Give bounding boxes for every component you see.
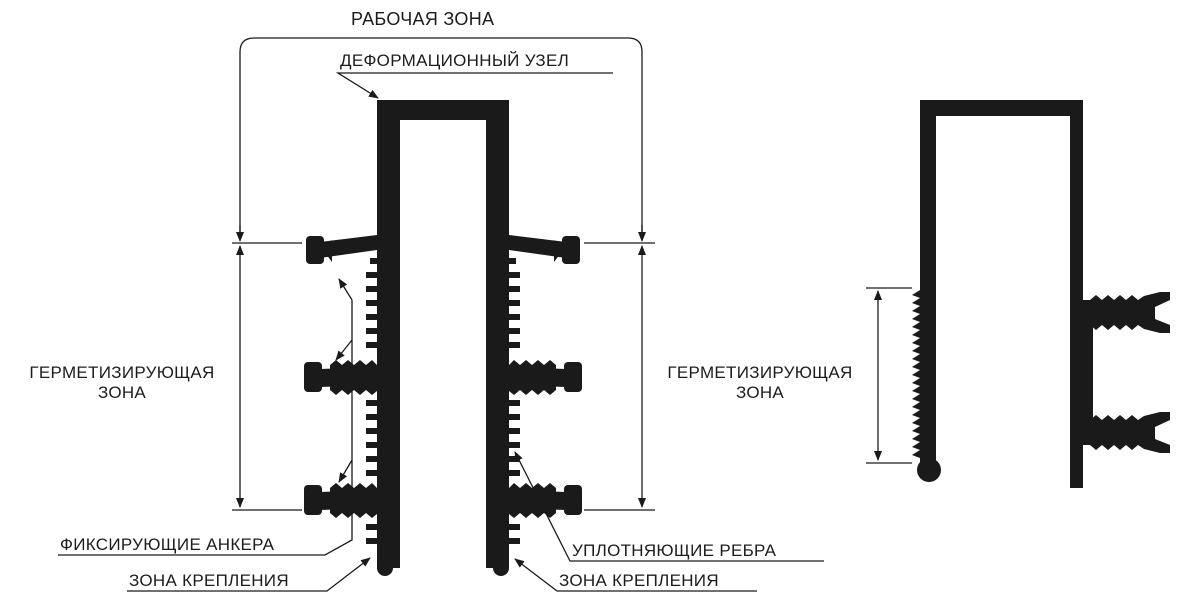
right-profile-anchor-lower (1083, 412, 1170, 453)
mount-zone-right-leader (514, 558, 757, 592)
right-profile-anchor-upper (1083, 292, 1170, 333)
left-sealing-ribs (366, 258, 377, 544)
right-profile-dimensions (866, 287, 912, 464)
left-anchor-bottom (304, 483, 377, 518)
fixing-anchors-leader (58, 300, 353, 556)
sealing-zone-left-label: ГЕРМЕТИЗИРУЮЩАЯ ЗОНА (10, 363, 234, 403)
right-leg (486, 100, 509, 568)
fixing-anchors-label: ФИКСИРУЮЩИЕ АНКЕРА (60, 535, 275, 554)
right-profile-top (920, 100, 1083, 116)
right-profile (912, 100, 1170, 488)
right-anchor-middle (509, 360, 582, 395)
mount-zone-left-leader (127, 557, 371, 592)
sealing-zone-right-line2: ЗОНА (735, 383, 785, 402)
right-sealing-ribs (509, 258, 520, 544)
left-leg (377, 100, 400, 568)
deformation-node-leader (335, 72, 613, 99)
right-profile-left-leg (920, 100, 936, 472)
left-anchor-middle (304, 360, 377, 395)
right-profile-serrations (912, 290, 920, 458)
sealing-zone-right-label: ГЕРМЕТИЗИРУЮЩАЯ ЗОНА (648, 363, 872, 403)
left-profile (304, 100, 582, 576)
sealing-zone-right-line1: ГЕРМЕТИЗИРУЮЩАЯ (667, 363, 853, 382)
sealing-ribs-label: УПЛОТНЯЮЩИЕ РЕБРА (572, 541, 777, 560)
sealing-zone-left-line1: ГЕРМЕТИЗИРУЮЩАЯ (29, 363, 215, 382)
working-zone-label: РАБОЧАЯ ЗОНА (351, 9, 495, 29)
sealing-ribs-leader (514, 451, 824, 562)
left-anchor-top (306, 235, 377, 264)
right-anchor-top (509, 235, 580, 264)
mount-zone-right-label: ЗОНА КРЕПЛЕНИЯ (559, 571, 719, 590)
right-profile-right-leg (1070, 100, 1083, 488)
sealing-zone-left-line2: ЗОНА (97, 383, 147, 402)
left-dimensions (58, 37, 824, 592)
working-zone-bracket (239, 37, 643, 240)
deformation-node-label: ДЕФОРМАЦИОННЫЙ УЗЕЛ (340, 51, 570, 70)
mount-zone-left-label: ЗОНА КРЕПЛЕНИЯ (129, 571, 289, 590)
